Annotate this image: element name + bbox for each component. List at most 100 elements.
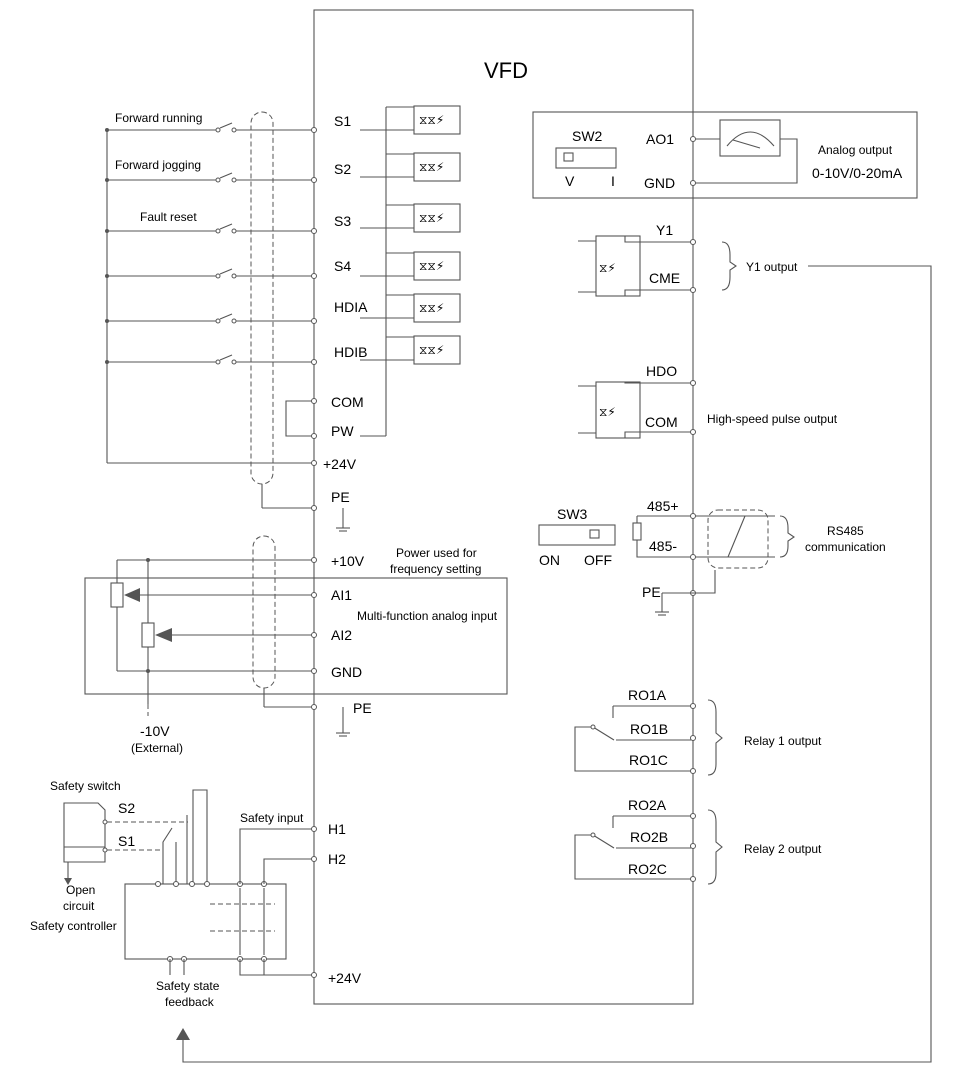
label-relay-1-output: Relay 1 output xyxy=(744,734,822,748)
safety-section: Safety switch S2 S1 Open circuit Safety … xyxy=(30,265,932,1063)
label-fault-reset: Fault reset xyxy=(140,210,197,224)
label-s1: S1 xyxy=(118,833,135,849)
sw3-switch xyxy=(538,524,616,546)
svg-text:⧖⧖⚡: ⧖⧖⚡ xyxy=(419,211,444,225)
terminal-h2: H2 xyxy=(328,851,346,867)
svg-text:⧖⧖⚡: ⧖⧖⚡ xyxy=(419,301,444,315)
label-sw3: SW3 xyxy=(557,506,588,522)
terminal-s2: S2 xyxy=(334,161,351,177)
hdo-output: ⧖⚡ HDO COM High-speed pulse output xyxy=(578,363,838,439)
terminal-24v-safety: +24V xyxy=(328,970,362,986)
terminal-ro2c: RO2C xyxy=(628,861,667,877)
input-row-s3 xyxy=(105,223,314,234)
terminal-485-minus: 485- xyxy=(649,538,677,554)
terminal-y1: Y1 xyxy=(656,222,673,238)
label-i: I xyxy=(611,173,615,189)
terminal-h1: H1 xyxy=(328,821,346,837)
terminal-ro1a: RO1A xyxy=(628,687,667,703)
vfd-box xyxy=(313,9,694,1005)
optocoupler-s3: ⧖⧖⚡ xyxy=(360,203,461,233)
svg-text:⧖⧖⚡: ⧖⧖⚡ xyxy=(419,160,444,174)
analog-output: SW2 V I AO1 GND Analog output 0-10V/0-20… xyxy=(532,111,918,199)
label-y1-output: Y1 output xyxy=(746,260,798,274)
terminal-hdia: HDIA xyxy=(334,299,368,315)
label-safety-state: Safety state xyxy=(156,979,220,993)
analog-input-frame xyxy=(84,577,508,695)
terminal-ro2a: RO2A xyxy=(628,797,667,813)
terminal-485-plus: 485+ xyxy=(647,498,679,514)
terminal-hdib: HDIB xyxy=(334,344,367,360)
input-row-hdia xyxy=(105,313,314,324)
y1-output: ⧖⚡ Y1 CME Y1 output xyxy=(578,222,798,297)
terminal-hdo: HDO xyxy=(646,363,677,379)
hdo-optocoupler xyxy=(595,381,641,439)
label-forward-jogging: Forward jogging xyxy=(115,158,201,172)
optocoupler-s1: ⧖⧖⚡ xyxy=(360,105,461,135)
label-frequency-setting: frequency setting xyxy=(390,562,481,576)
label-multi-function-analog-input: Multi-function analog input xyxy=(357,609,498,623)
analog-inputs: +10V AI1 AI2 GND PE Power used for frequ… xyxy=(84,535,508,755)
potentiometer-2 xyxy=(141,622,155,648)
analog-output-frame xyxy=(532,111,918,199)
shield-cable-1 xyxy=(250,111,274,485)
label-relay-2-output: Relay 2 output xyxy=(744,842,822,856)
optocoupler-s2: ⧖⧖⚡ xyxy=(360,152,461,182)
terminal-pe-485: PE xyxy=(642,584,661,600)
input-row-s1 xyxy=(105,122,314,133)
relay-1: RO1A RO1B RO1C Relay 1 output xyxy=(574,687,822,776)
input-row-s4 xyxy=(105,268,314,279)
terminal-10v: +10V xyxy=(331,553,365,569)
optocoupler-hdib: ⧖⧖⚡ xyxy=(360,335,461,365)
terminal-s3: S3 xyxy=(334,213,351,229)
label-external: (External) xyxy=(131,741,183,755)
svg-text:⧖⧖⚡: ⧖⧖⚡ xyxy=(419,343,444,357)
optocoupler-hdia: ⧖⧖⚡ xyxy=(360,293,461,323)
terminal-ao1: AO1 xyxy=(646,131,674,147)
label-analog-range: 0-10V/0-20mA xyxy=(812,165,903,181)
terminal-pe-2: PE xyxy=(353,700,372,716)
label-open: Open xyxy=(66,883,95,897)
label-forward-running: Forward running xyxy=(115,111,202,125)
terminal-24v: +24V xyxy=(323,456,357,472)
terminal-pw: PW xyxy=(331,423,354,439)
terminal-com-hdo: COM xyxy=(645,414,678,430)
vfd-title: VFD xyxy=(484,58,528,83)
label-power-used: Power used for xyxy=(396,546,477,560)
feedback-arrow xyxy=(176,1028,190,1040)
terminal-s1: S1 xyxy=(334,113,351,129)
label-rs485: RS485 xyxy=(827,524,864,538)
relay-2: RO2A RO2B RO2C Relay 2 output xyxy=(574,797,822,885)
svg-text:⧖⧖⚡: ⧖⧖⚡ xyxy=(419,259,444,273)
digital-inputs: Forward running Forward jogging Fault re… xyxy=(105,105,461,532)
terminal-ro1c: RO1C xyxy=(629,752,668,768)
label-analog-output: Analog output xyxy=(818,143,893,157)
label-feedback: feedback xyxy=(165,995,215,1009)
terminal-gnd-out: GND xyxy=(644,175,675,191)
shield-cable-485 xyxy=(707,509,769,569)
meter-icon xyxy=(719,119,781,157)
terminal-cme: CME xyxy=(649,270,680,286)
label-high-speed-pulse: High-speed pulse output xyxy=(707,412,838,426)
svg-text:⧖⧖⚡: ⧖⧖⚡ xyxy=(419,113,444,127)
label-s2: S2 xyxy=(118,800,135,816)
terminal-ai2: AI2 xyxy=(331,627,352,643)
terminal-com: COM xyxy=(331,394,364,410)
label-safety-switch: Safety switch xyxy=(50,779,121,793)
label-safety-input: Safety input xyxy=(240,811,304,825)
terminal-s4: S4 xyxy=(334,258,351,274)
svg-text:⧖⚡: ⧖⚡ xyxy=(599,405,616,419)
label-communication: communication xyxy=(805,540,886,554)
input-row-hdib xyxy=(105,354,314,365)
potentiometer-1 xyxy=(110,582,124,608)
sw2-switch xyxy=(555,147,617,169)
terminal-ro2b: RO2B xyxy=(630,829,668,845)
label-sw2: SW2 xyxy=(572,128,603,144)
label-on: ON xyxy=(539,552,560,568)
terminal-pe: PE xyxy=(331,489,350,505)
y1-optocoupler xyxy=(595,235,641,297)
label-circuit: circuit xyxy=(63,899,95,913)
terminal-gnd: GND xyxy=(331,664,362,680)
svg-text:⧖⚡: ⧖⚡ xyxy=(599,261,616,275)
label-off: OFF xyxy=(584,552,612,568)
label-minus-10v: -10V xyxy=(140,723,170,739)
